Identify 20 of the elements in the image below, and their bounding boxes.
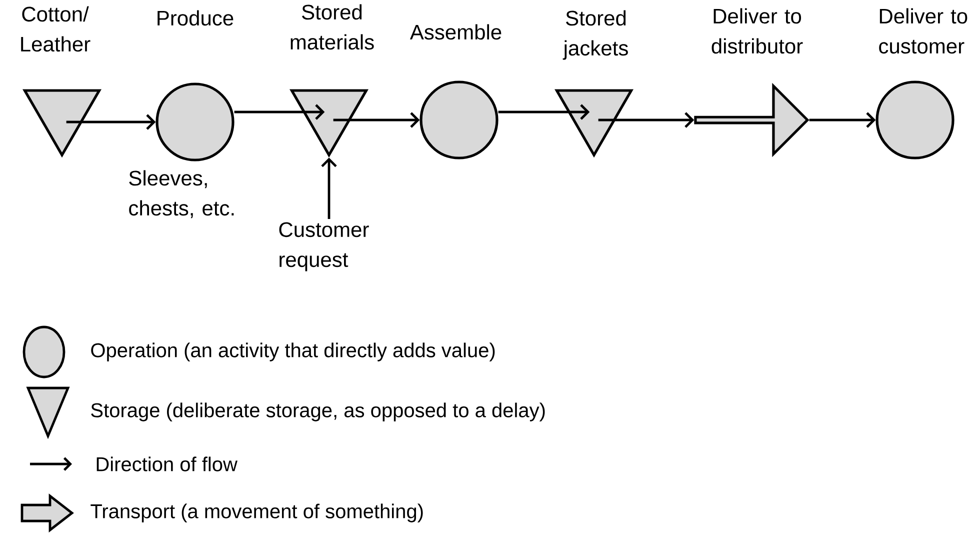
arrow [809,112,876,128]
node-label: Deliver to distributor [712,8,803,54]
node-caption: Sleeves, chests, etc. [129,170,234,218]
arrow [333,112,420,128]
arrow [498,104,590,120]
node-label: Stored materials [290,4,374,50]
node-label: Customer request [279,222,369,272]
legend-label: Direction of flow [96,456,238,472]
legend-label: Transport (a movement of something) [90,504,423,522]
node-label: Stored jackets [562,10,628,60]
legend-label: Storage (deliberate storage, as opposed to a delay) [91,402,545,422]
node-label: Produce [158,10,234,26]
arrow [66,114,156,130]
node-label: Deliver to customer [879,8,968,54]
arrow [234,104,325,120]
node-label: Cotton/ Leather [21,6,90,52]
arrow [321,158,337,219]
arrow [598,112,694,128]
legend-label: Operation (an activity that directly adds value) [91,342,495,362]
node-label: Assemble [410,24,502,40]
